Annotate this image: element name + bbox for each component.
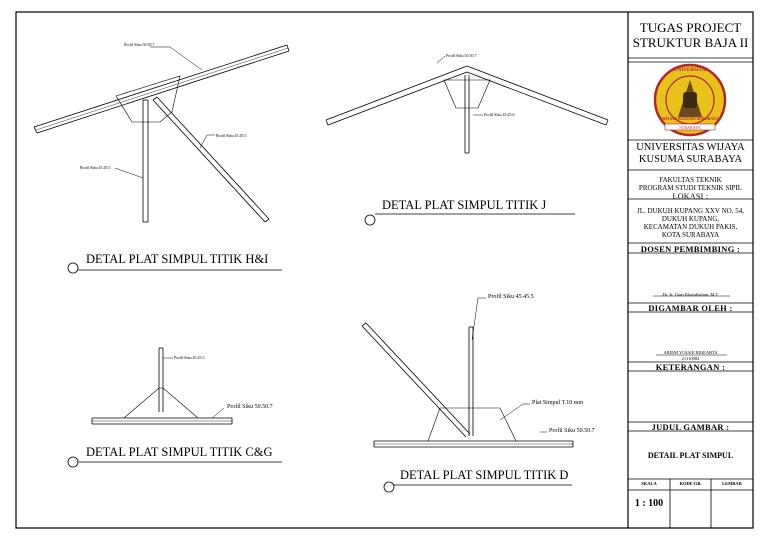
title-markers: [67, 213, 575, 493]
d-label-plate: Plat Simpul T.10 mm: [532, 400, 584, 406]
detail-hi-title: DETAL PLAT SIMPUL TITIK H&I: [86, 252, 269, 266]
university-name-line2: KUSUMA SURABAYA: [638, 154, 743, 165]
detail-hi-drawing: [33, 44, 290, 223]
col-lembar: LEMBAR: [722, 481, 742, 486]
digambar-heading: DIGAMBAR OLEH :: [648, 303, 733, 313]
project-title-line1: TUGAS PROJECT: [639, 20, 742, 35]
cg-label-top: Profil Siku 45.45.5: [174, 355, 205, 360]
student-name: ARIEM YOLKE RIGEARTA: [663, 350, 718, 355]
keterangan-heading: KETERANGAN :: [655, 362, 726, 372]
dosen-name: Dr. Ir. Utari Khatulistiani, M.T: [662, 292, 719, 297]
university-logo: [653, 63, 727, 137]
d-label-top: Profil Siku 45.45.5: [488, 294, 534, 300]
skala-value: 1 : 100: [634, 498, 664, 509]
university-name-line1: UNIVERSITAS WIJAYA: [636, 142, 745, 153]
dosen-heading: DOSEN PEMBIMBING :: [640, 244, 741, 254]
detail-j-title: DETAL PLAT SIMPUL TITIK J: [382, 198, 547, 212]
col-kode: KODE GB.: [679, 481, 702, 486]
titleblock-grid: [628, 57, 753, 528]
cg-label-right: Profil Siku 50.50.7: [227, 404, 273, 410]
hi-label-right: Profil Siku 45.45.5: [216, 133, 247, 138]
faculty-line2: PROGRAM STUDI TEKNIK SIPIL: [638, 184, 743, 192]
detail-d-title: DETAL PLAT SIMPUL TITIK D: [400, 468, 569, 482]
logo-text-top: UNIVERSITAS: [674, 68, 708, 73]
col-skala: SKALA: [641, 481, 657, 486]
logo-ribbon: SURABAYA: [679, 125, 701, 130]
detail-d-drawing: [361, 322, 574, 448]
lokasi-line2: DUKUH KUPANG,: [661, 215, 720, 223]
detail-cg-title: DETAL PLAT SIMPUL TITIK C&G: [86, 445, 273, 459]
project-title-line2: STRUKTUR BAJA II: [632, 35, 749, 50]
hi-label-top: Profil Siku 50.50.7: [124, 42, 155, 47]
j-label-right: Profil Siku 45.45.6: [484, 112, 515, 117]
student-id: 21110082: [681, 356, 700, 361]
sheet-border: [15, 11, 754, 529]
hi-label-left: Profil Siku 45.45.5: [80, 165, 111, 170]
judul-value: DETAIL PLAT SIMPUL: [647, 451, 734, 460]
j-label-top: Profil Siku 50.50.7: [446, 53, 477, 58]
lokasi-line1: JL. DUKUH KUPANG XXV NO. 54,: [637, 207, 744, 215]
lokasi-line3: KECAMATAN DUKUH PAKIS,: [643, 223, 738, 231]
judul-heading: JUDUL GAMBAR :: [651, 422, 730, 432]
logo-text-bottom: WIJAYA KUSUMA SURABAYA: [661, 116, 719, 121]
d-label-bottom: Profil Siku 50.50.7: [549, 428, 595, 434]
faculty-line1: FAKULTAS TEKNIK: [659, 176, 722, 184]
detail-cg-drawing: [91, 347, 233, 425]
lokasi-heading: LOKASI :: [672, 192, 709, 201]
lokasi-line4: KOTA SURABAYA: [661, 231, 720, 239]
detail-j-drawing: [325, 65, 609, 154]
